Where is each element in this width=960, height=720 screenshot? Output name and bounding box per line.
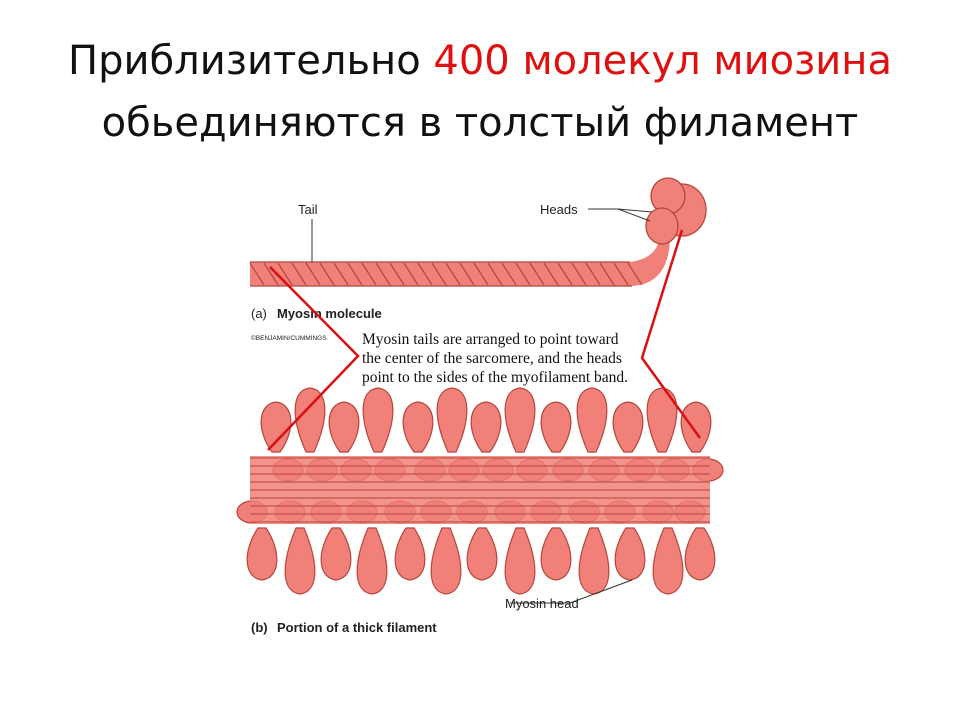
myosin-head-top-row — [260, 401, 292, 453]
tail-twist-stroke — [627, 262, 643, 286]
tail-twist-stroke — [599, 262, 615, 286]
tail-twist-stroke — [613, 262, 629, 286]
tail-twist-stroke — [557, 262, 573, 286]
tail-twist-stroke — [571, 262, 587, 286]
tail-twist-stroke — [431, 262, 447, 286]
tail-twist-stroke — [529, 262, 545, 286]
myosin-head-bottom-row — [652, 527, 684, 595]
myosin-head-label: Myosin head — [505, 596, 579, 611]
panel-a-caption: Myosin molecule — [277, 306, 382, 321]
title-line-1: Приблизительно 400 молекул миозина — [0, 30, 960, 92]
tail-twist-stroke — [501, 262, 517, 286]
tail-twist-stroke — [473, 262, 489, 286]
annotation-line-1: Myosin tails are arranged to point towar… — [362, 331, 619, 348]
myosin-head-bottom-row — [284, 527, 316, 595]
myosin-head-top-row — [402, 401, 434, 453]
myosin-head-top-row — [646, 387, 678, 453]
myosin-head-top-row — [576, 387, 608, 453]
tail-twist-stroke — [319, 262, 335, 286]
annotation-line-2: the center of the sarcomere, and the hea… — [362, 350, 622, 367]
myosin-head-top-row — [470, 401, 502, 453]
panel-b-thick-filament: Myosin head (b) Portion of a thick filam… — [236, 387, 724, 635]
myosin-tail — [249, 232, 670, 287]
tail-twist-stroke — [417, 262, 433, 286]
panel-a-myosin-molecule: Tail Heads (a) Myosin molecule ©BENJAMIN… — [249, 177, 707, 342]
title-accent: 400 молекул миозина — [433, 38, 892, 84]
tail-twist-stroke — [459, 262, 475, 286]
title-line-2: обьединяются в толстый филамент — [101, 100, 859, 146]
tail-twist-stroke — [347, 262, 363, 286]
filament-core — [250, 456, 710, 524]
tail-body — [250, 232, 670, 286]
panel-a-letter: (a) — [251, 306, 267, 321]
left-pointer-line — [267, 266, 360, 451]
myosin-head-top-row — [680, 401, 712, 453]
tail-twist-stroke — [277, 262, 293, 286]
myosin-head-top-row — [362, 387, 394, 453]
tail-twist-stroke — [263, 262, 279, 286]
myosin-head-top-row — [540, 401, 572, 453]
tail-twist-stroke — [375, 262, 391, 286]
myosin-head-bottom-row — [320, 527, 352, 581]
myosin-head-front — [645, 207, 679, 245]
tail-twist-stroke — [249, 262, 265, 286]
myosin-heads — [645, 177, 707, 245]
tail-twist-stroke — [333, 262, 349, 286]
tail-twist-stroke — [543, 262, 559, 286]
myosin-head-bottom-row — [246, 527, 278, 581]
slide-title: Приблизительно 400 молекул миозина обьед… — [0, 30, 960, 154]
myosin-head-bottom-row — [504, 527, 536, 595]
title-text-start: Приблизительно — [68, 38, 434, 84]
myosin-head-bottom-row — [684, 527, 716, 581]
annotation-line-3: point to the sides of the myofilament ba… — [362, 369, 628, 386]
myosin-head-bottom-row — [578, 527, 610, 595]
tail-label: Tail — [298, 202, 318, 217]
myosin-head-top-row — [328, 401, 360, 453]
myosin-head-bottom-row — [614, 527, 646, 581]
myosin-head-top-row — [612, 401, 644, 453]
myosin-head-top-row — [504, 387, 536, 453]
myosin-head-top-row — [294, 387, 326, 453]
tail-twist-stroke — [585, 262, 601, 286]
panel-b-caption: Portion of a thick filament — [277, 620, 437, 635]
panel-b-letter: (b) — [251, 620, 268, 635]
myosin-head-bottom-row — [394, 527, 426, 581]
tail-twist-stroke — [515, 262, 531, 286]
annotation-text: Myosin tails are arranged to point towar… — [362, 331, 628, 386]
heads-leader-line-2 — [617, 208, 651, 222]
myosin-head-bottom-row — [466, 527, 498, 581]
tail-twist-stroke — [305, 262, 321, 286]
copyright-text: ©BENJAMIN/CUMMINGS — [251, 334, 327, 342]
myosin-head-bottom-row — [540, 527, 572, 581]
tail-twist-stroke — [445, 262, 461, 286]
myosin-head-top-row — [436, 387, 468, 453]
red-pointer-lines — [267, 229, 702, 451]
myosin-head-bottom-row — [430, 527, 462, 595]
myosin-head-bottom-row — [356, 527, 388, 595]
tail-twist-stroke — [403, 262, 419, 286]
right-pointer-line — [640, 229, 702, 439]
heads-label: Heads — [540, 202, 578, 217]
tail-twist-stroke — [291, 262, 307, 286]
myosin-head-leader-line — [510, 579, 633, 604]
tail-twist-stroke — [361, 262, 377, 286]
tail-twist-stroke — [389, 262, 405, 286]
tail-twist-stroke — [487, 262, 503, 286]
